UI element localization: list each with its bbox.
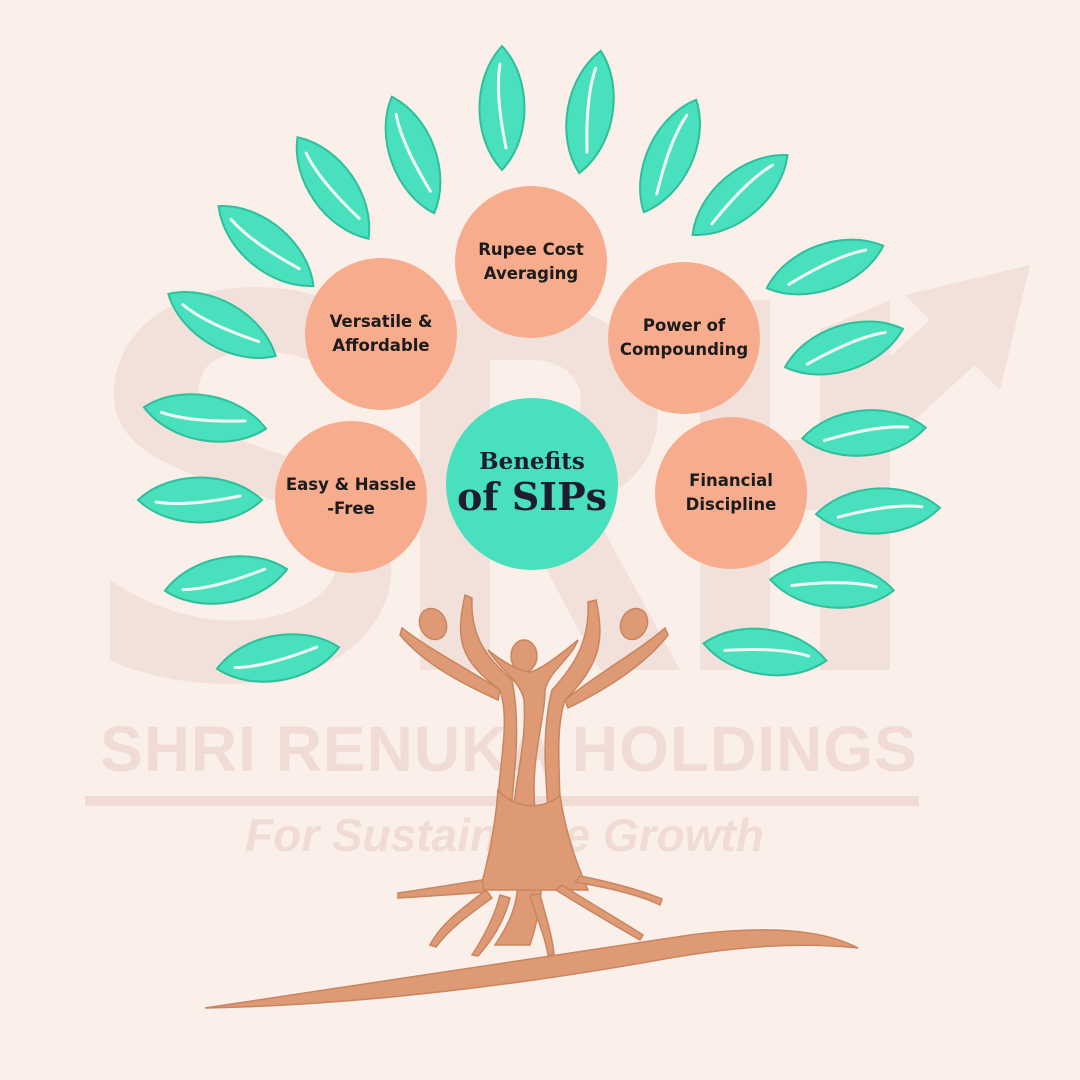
leaf-1 bbox=[478, 44, 526, 172]
leaf-10 bbox=[776, 305, 912, 391]
leaf-5 bbox=[277, 122, 389, 254]
title-line-1: Benefits bbox=[479, 448, 585, 475]
benefit-easy-hassle-free: Easy & Hassle -Free bbox=[275, 421, 427, 573]
benefit-label: Easy & Hassle -Free bbox=[285, 475, 417, 518]
benefit-label: Versatile & Affordable bbox=[329, 312, 433, 355]
leaf-6 bbox=[676, 136, 804, 254]
leaf-8 bbox=[757, 223, 893, 311]
leaf-18 bbox=[698, 619, 832, 685]
benefit-financial-discipline: Financial Discipline bbox=[655, 417, 807, 569]
figure-head-left bbox=[418, 607, 448, 641]
leaf-12 bbox=[798, 403, 930, 463]
leaf-16 bbox=[766, 555, 898, 615]
figure-head-right bbox=[619, 607, 649, 641]
center-title-circle: Benefits of SIPs bbox=[446, 398, 618, 570]
leaf-9 bbox=[155, 273, 289, 377]
benefit-rupee-cost-averaging: Rupee Cost Averaging bbox=[455, 186, 607, 338]
benefit-label: Power of Compounding bbox=[619, 316, 749, 359]
benefit-versatile-affordable: Versatile & Affordable bbox=[305, 258, 457, 410]
leaf-15 bbox=[159, 545, 293, 615]
benefit-power-of-compounding: Power of Compounding bbox=[608, 262, 760, 414]
leaf-3 bbox=[369, 87, 457, 223]
leaf-4 bbox=[621, 88, 719, 224]
benefit-label: Rupee Cost Averaging bbox=[478, 240, 584, 283]
title-line-2: of SIPs bbox=[456, 474, 608, 519]
leaf-2 bbox=[555, 45, 625, 179]
leaf-11 bbox=[138, 383, 272, 453]
leaf-7 bbox=[202, 187, 330, 305]
leaf-17 bbox=[211, 623, 345, 693]
benefit-label: Financial Discipline bbox=[685, 471, 777, 514]
leaf-13 bbox=[136, 476, 264, 524]
leaf-14 bbox=[813, 483, 943, 539]
ground-swoosh bbox=[204, 929, 859, 1009]
